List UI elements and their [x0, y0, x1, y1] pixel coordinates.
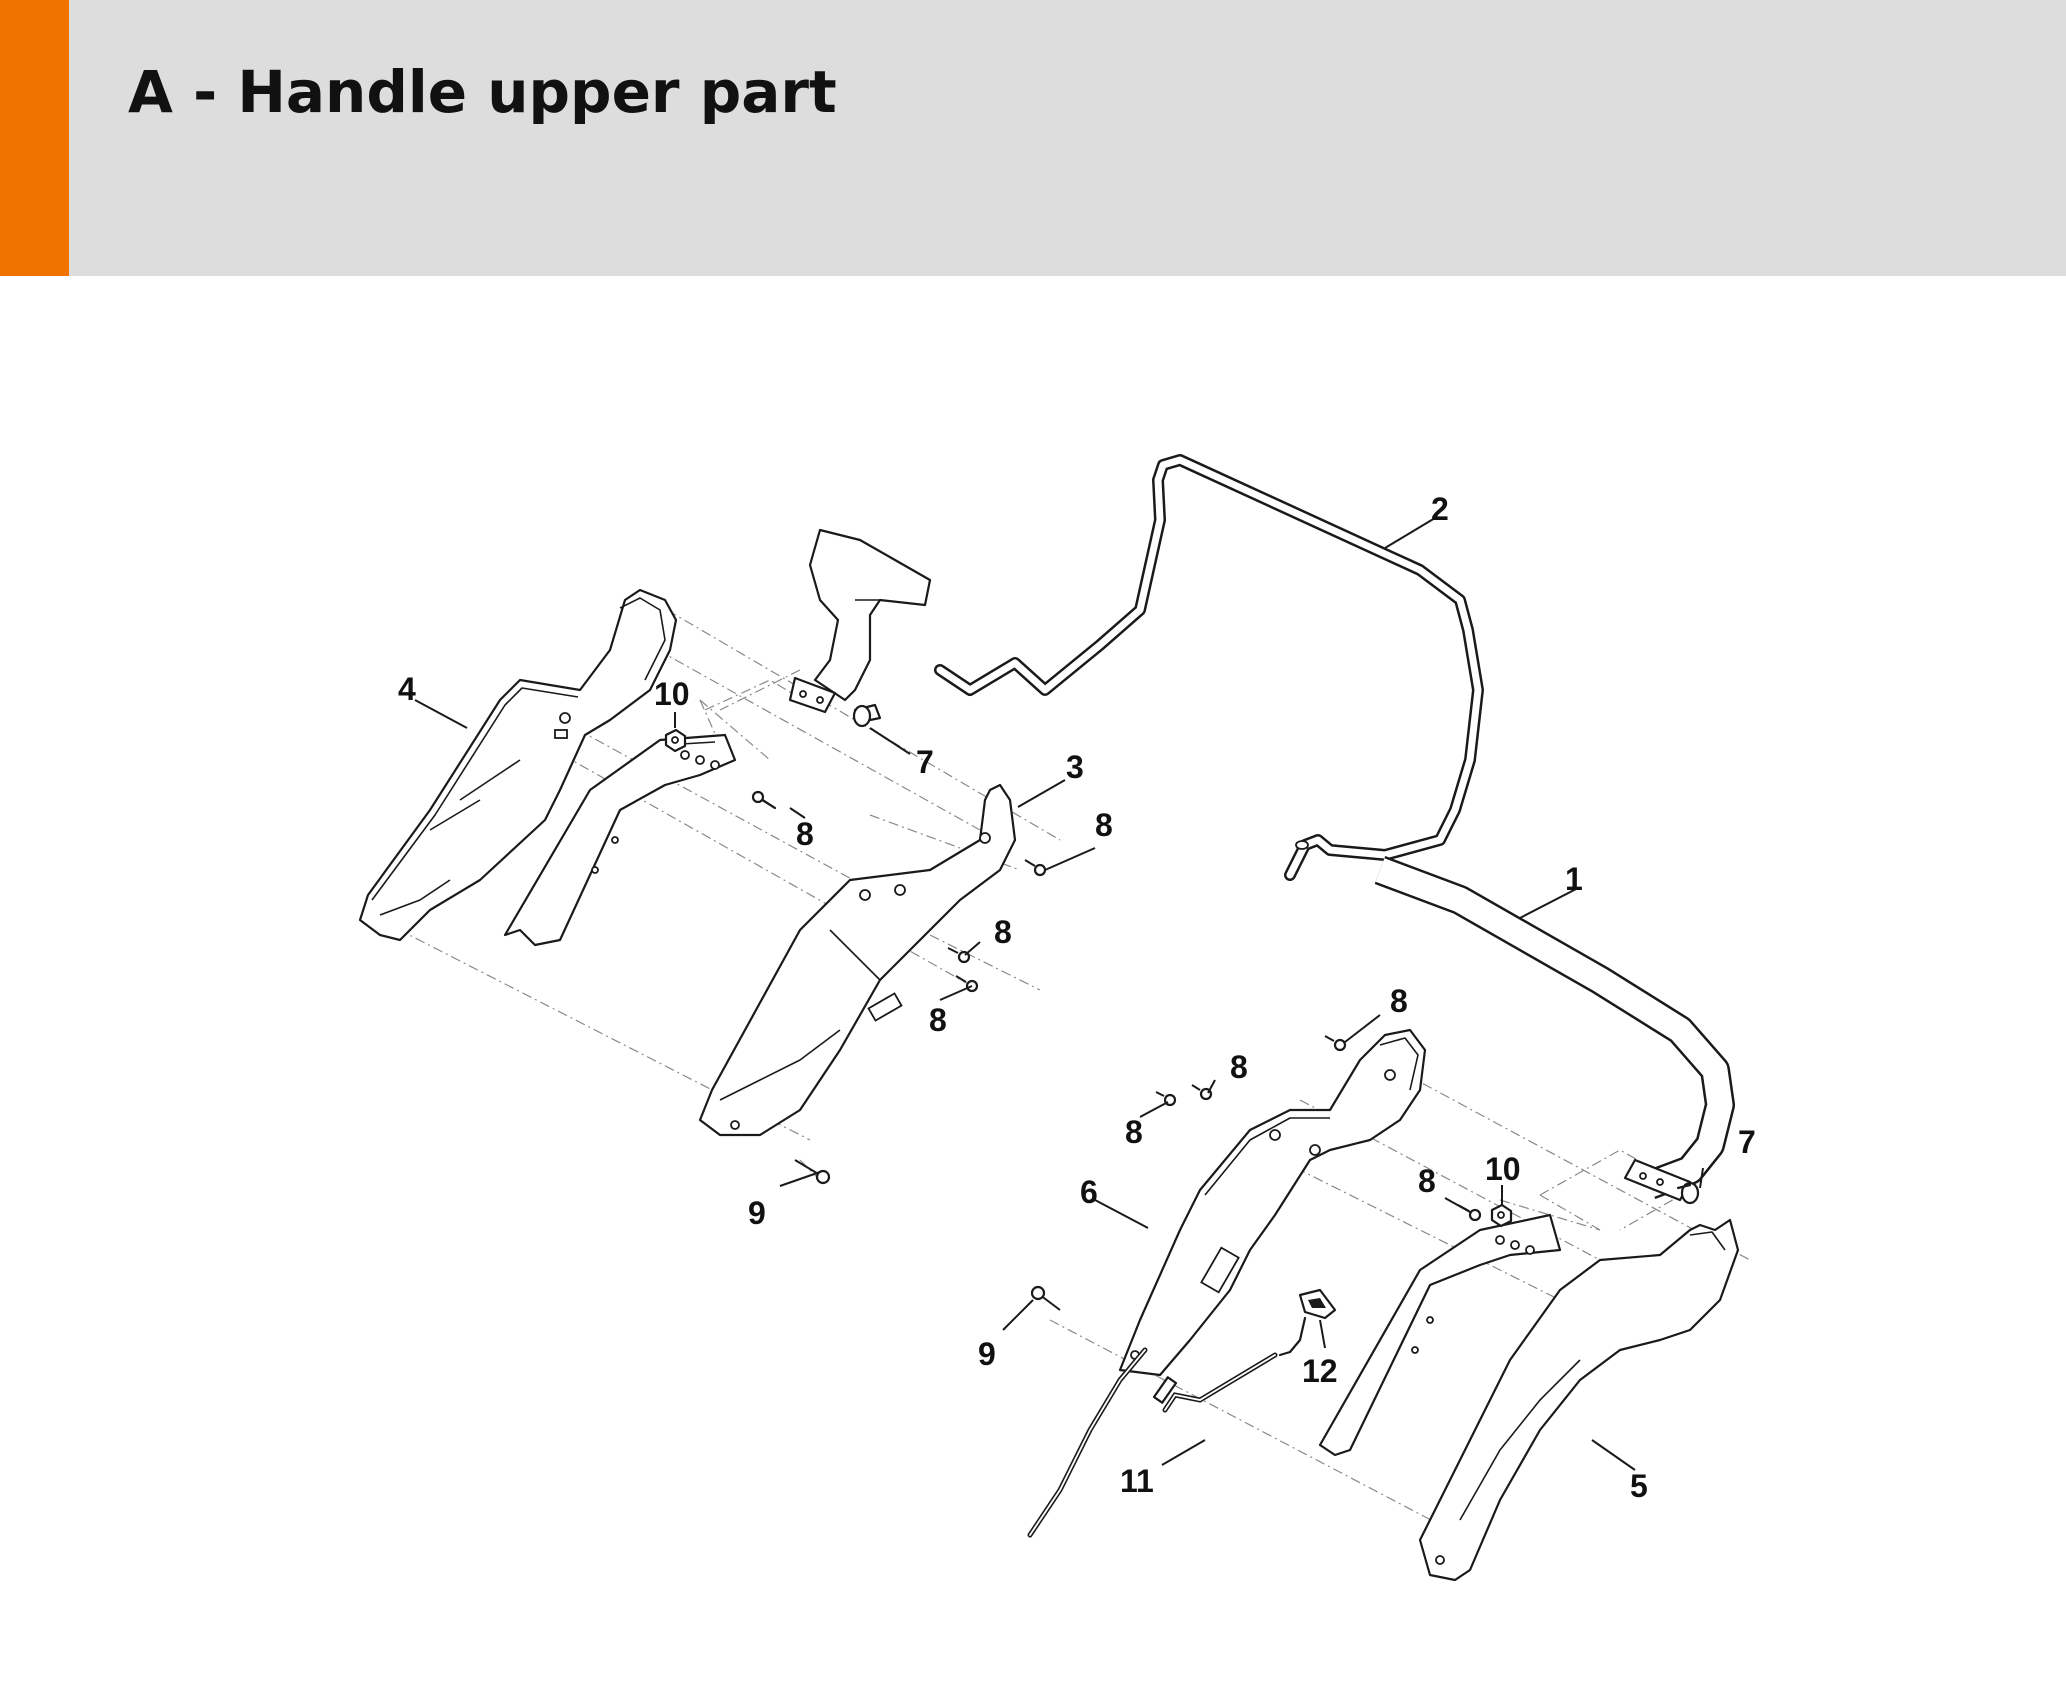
screw-right-1	[1324, 1035, 1347, 1052]
callout-7-left: 7	[916, 744, 934, 780]
screw-left-2	[1024, 859, 1047, 877]
accent-bar	[0, 0, 69, 276]
callout-3: 3	[1066, 749, 1084, 785]
cable-clip	[1298, 1288, 1337, 1320]
left-lower-shell	[698, 783, 1017, 1137]
right-lower-shell	[1418, 1218, 1740, 1582]
long-screw-right	[1030, 1285, 1061, 1311]
callout-9-left: 9	[748, 1195, 766, 1231]
screw-left-1	[751, 790, 777, 810]
callout-9-right: 9	[978, 1336, 996, 1372]
callout-8-c: 8	[994, 914, 1012, 950]
page-title: A - Handle upper part	[128, 58, 837, 126]
callout-2: 2	[1431, 491, 1449, 527]
callout-10-left: 10	[654, 676, 690, 712]
callout-8-h: 8	[1418, 1163, 1436, 1199]
callout-labels: 2 1 3 4 5 6 7 7 8 8 8 8 8 8 8 8 9 9 10 1…	[398, 491, 1756, 1504]
callout-12: 12	[1302, 1353, 1338, 1389]
cap-plug-right	[1676, 1181, 1700, 1205]
callout-10-right: 10	[1485, 1151, 1521, 1187]
cap-plug-left	[852, 703, 882, 728]
callout-8-f: 8	[1230, 1049, 1248, 1085]
callout-8-b: 8	[1095, 807, 1113, 843]
right-handle-tube	[1374, 855, 1735, 1202]
callout-1: 1	[1565, 861, 1583, 897]
callout-8-g: 8	[1125, 1114, 1143, 1150]
header-band	[0, 0, 2066, 276]
callout-leaders	[414, 517, 1704, 1471]
callout-8-a: 8	[796, 816, 814, 852]
bowden-cable	[1027, 1316, 1307, 1538]
callout-6: 6	[1080, 1174, 1098, 1210]
nut-right	[1490, 1203, 1513, 1228]
callout-11: 11	[1120, 1463, 1154, 1499]
nut-left	[664, 728, 687, 753]
callout-4: 4	[398, 671, 416, 707]
callout-8-e: 8	[1390, 983, 1408, 1019]
right-upper-grip-shell	[1118, 1028, 1427, 1377]
callout-5: 5	[1630, 1468, 1648, 1504]
right-lower-tube	[1318, 1213, 1562, 1457]
handle-bar-rod	[934, 454, 1484, 881]
left-upper-grip-shell	[358, 588, 678, 942]
left-handle-tube-stub	[788, 528, 932, 714]
left-lower-tube	[503, 733, 737, 947]
callout-8-d: 8	[929, 1002, 947, 1038]
callout-7-right: 7	[1738, 1124, 1756, 1160]
